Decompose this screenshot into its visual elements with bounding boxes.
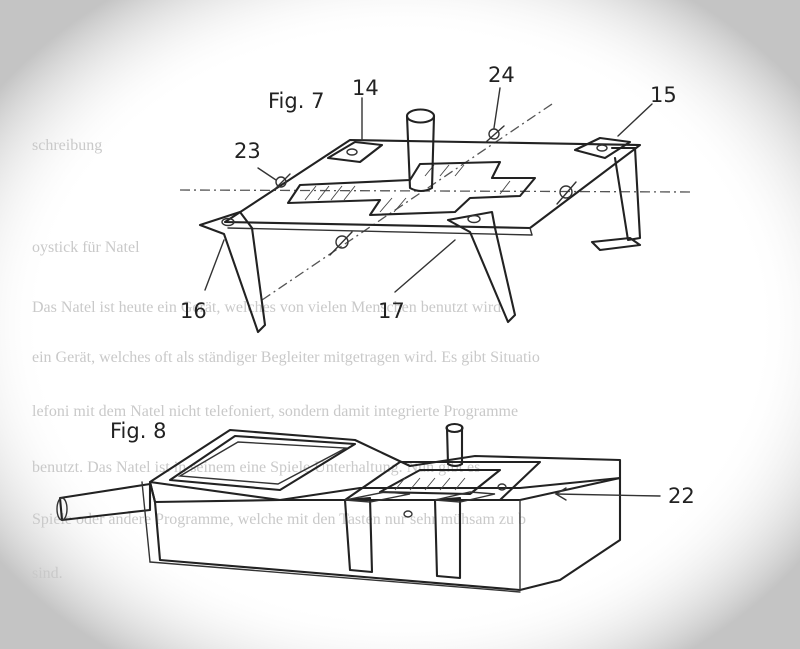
mount-stick-top	[445, 422, 464, 434]
back-foot	[590, 236, 642, 252]
phone-display	[168, 434, 357, 492]
figure-7-title: Fig. 7	[268, 89, 324, 113]
figure-7-drawing: Fig. 7	[179, 63, 691, 334]
pivot-screw-right	[556, 181, 577, 205]
bleed-line: schreibung	[32, 137, 102, 154]
pivot-screw-24	[485, 125, 505, 143]
leg-hole	[467, 214, 481, 224]
pad-hole	[346, 148, 358, 156]
antenna	[58, 482, 152, 522]
bleed-line: ein Gerät, welches oft als ständiger Beg…	[32, 349, 540, 366]
part-label-14: 14	[352, 76, 379, 100]
part-label-16: 16	[180, 299, 207, 323]
clamp-hole	[403, 510, 413, 518]
bleed-line: lefoni mit dem Natel nicht telefoniert, …	[32, 403, 518, 420]
top-plate	[223, 138, 642, 230]
mount-stick	[445, 426, 464, 468]
phone-edge	[141, 481, 151, 563]
leg-17	[446, 210, 517, 324]
leg-hole	[221, 217, 235, 227]
pad-14	[326, 140, 384, 164]
phone-top-face	[148, 428, 622, 504]
bleed-line: Das Natel ist heute ein Gerät, welches v…	[32, 299, 501, 316]
axis-line	[179, 189, 691, 193]
plate-edge	[227, 227, 533, 236]
bleed-line: Spiele oder andere Programme, welche mit…	[32, 511, 526, 528]
clamp-pad	[344, 491, 411, 503]
plate-edge	[529, 227, 533, 236]
part-label-24: 24	[488, 63, 515, 87]
clamp-leg	[433, 496, 462, 580]
antenna-tip	[56, 497, 68, 521]
clamp-pad	[434, 491, 496, 503]
part-label-22: 22	[668, 484, 695, 508]
pad-15	[573, 136, 632, 160]
bleed-line: benutzt. Das Natel ist in seinem eine Sp…	[32, 459, 480, 476]
clamp-hole	[497, 483, 507, 491]
stick-top	[405, 108, 436, 124]
part-label-17: 17	[378, 299, 405, 323]
mount-cross	[378, 468, 502, 496]
back-leg	[610, 146, 642, 242]
pad-hole	[596, 144, 608, 152]
mount-plate	[343, 460, 542, 502]
part-label-15: 15	[650, 83, 677, 107]
arrow-head	[554, 487, 567, 501]
pivot-screw-23	[273, 173, 291, 191]
joystick-stick	[405, 114, 436, 193]
leg-16	[198, 210, 267, 334]
cross-slider	[286, 160, 537, 217]
figure-8-title: Fig. 8	[110, 419, 166, 443]
pivot-screw-front	[329, 231, 353, 256]
part-label-23: 23	[234, 139, 261, 163]
clamp-leg	[343, 496, 374, 574]
figure-8-drawing: Fig. 8	[56, 419, 695, 593]
slider-hatching	[304, 164, 511, 213]
axis-line	[261, 101, 556, 301]
display-inner	[177, 441, 349, 485]
mount-hatching	[394, 477, 466, 491]
bleed-line: oystick für Natel	[32, 239, 140, 256]
leader-arrow-22	[555, 493, 661, 497]
bleed-line: sind.	[32, 565, 63, 582]
phone-edge	[149, 561, 521, 593]
